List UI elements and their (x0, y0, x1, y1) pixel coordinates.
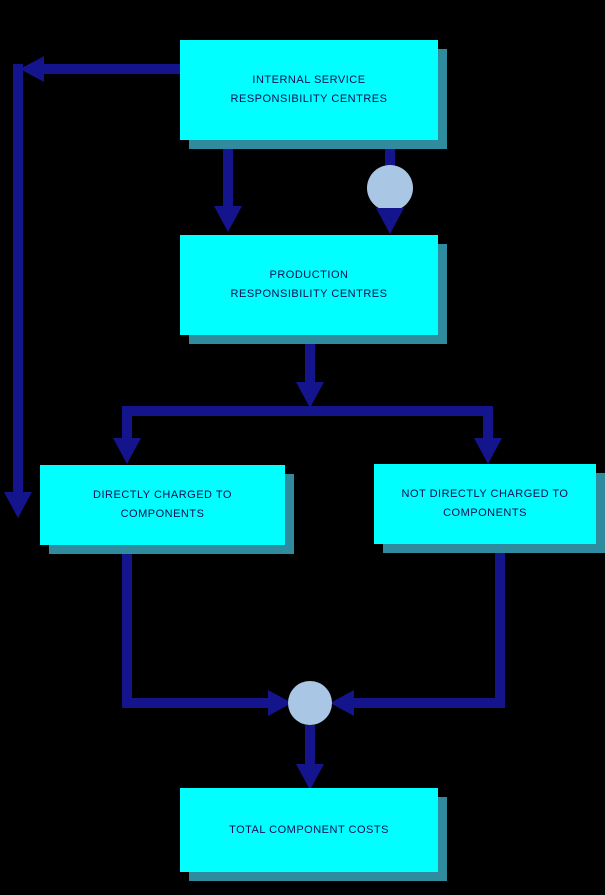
arrow-feedback-vertical (13, 64, 23, 494)
arrowhead-split-right-down (474, 438, 502, 464)
arrowhead-feedback-down (4, 492, 32, 518)
node-production-label: PRODUCTION RESPONSIBILITY CENTRES (230, 269, 388, 300)
split-right-shaft (483, 406, 493, 440)
arrow-feedback-horizontal (42, 64, 180, 74)
split-bar (122, 406, 493, 416)
arrow-internal-to-junction-shaft (385, 140, 395, 170)
arrow-production-to-split-shaft (305, 335, 315, 385)
arrow-notdirectly-to-junction-horizontal (352, 698, 505, 708)
node-not-directly-charged-label: NOT DIRECTLY CHARGED TO COMPONENTS (401, 488, 569, 519)
node-directly-charged-label: DIRECTLY CHARGED TO COMPONENTS (93, 489, 232, 520)
junction-circle-lower (288, 681, 332, 725)
split-left-shaft (122, 406, 132, 440)
arrow-junction-to-total-shaft (305, 725, 315, 767)
arrow-directly-to-junction-horizontal (122, 698, 270, 708)
node-production: PRODUCTION RESPONSIBILITY CENTRES (180, 235, 438, 335)
node-directly-charged: DIRECTLY CHARGED TO COMPONENTS (40, 465, 285, 545)
arrowhead-into-junction-left (330, 690, 354, 716)
arrowhead-split-left-down (113, 438, 141, 464)
arrow-notdirectly-to-junction-vertical (495, 544, 505, 708)
node-total-component-costs-label: TOTAL COMPONENT COSTS (229, 823, 389, 836)
arrowhead-junction-to-total (296, 764, 324, 790)
node-internal-service: INTERNAL SERVICE RESPONSIBILITY CENTRES (180, 40, 438, 140)
node-internal-service-label: INTERNAL SERVICE RESPONSIBILITY CENTRES (230, 74, 388, 105)
arrowhead-production-to-split (296, 382, 324, 408)
arrowhead-internal-to-production (214, 206, 242, 232)
arrowhead-junction-to-production (376, 208, 404, 234)
node-total-component-costs: TOTAL COMPONENT COSTS (180, 788, 438, 872)
arrow-internal-to-production-shaft (223, 140, 233, 206)
node-not-directly-charged: NOT DIRECTLY CHARGED TO COMPONENTS (374, 464, 596, 544)
arrow-directly-to-junction-vertical (122, 545, 132, 708)
junction-circle-upper (367, 165, 413, 211)
arrowhead-feedback-left (20, 56, 44, 82)
